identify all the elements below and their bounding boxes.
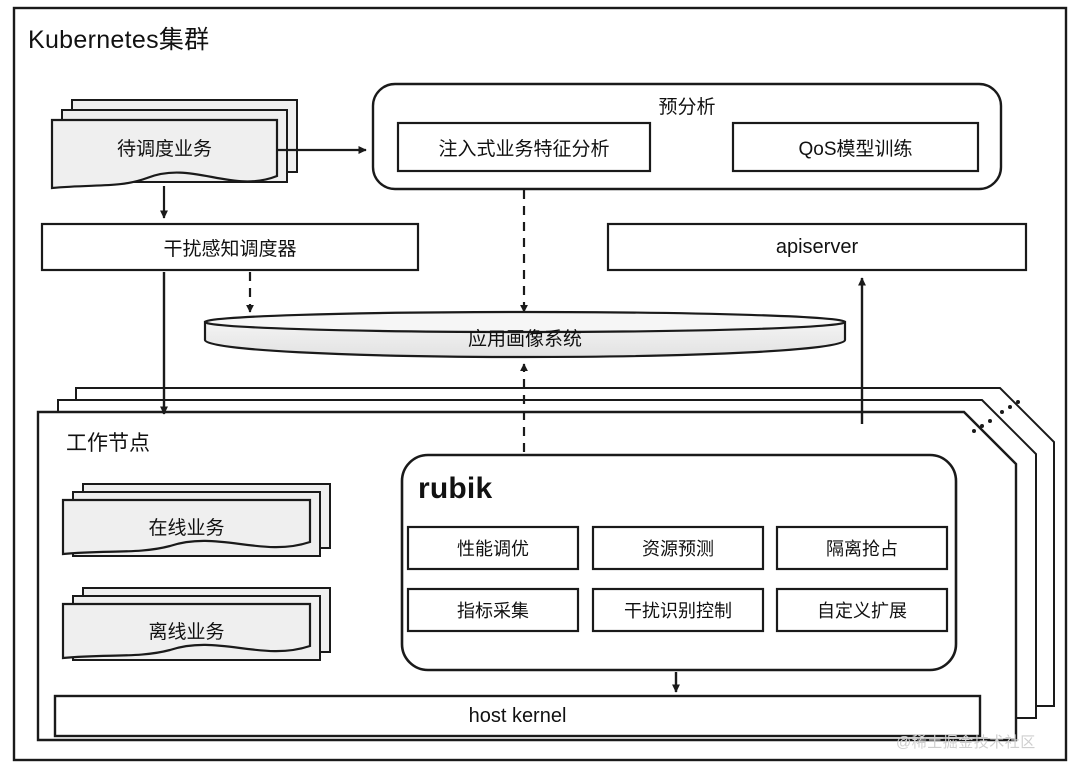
rubik-module-box-5[interactable]	[775, 587, 949, 633]
preanalysis-module-box-0[interactable]	[396, 121, 652, 173]
pending-workload-doc	[50, 118, 279, 190]
profile-store-cylinder	[203, 310, 847, 359]
node-stack-ellipsis	[972, 400, 1020, 433]
online-workload-doc	[61, 498, 312, 556]
scheduler-box[interactable]	[40, 222, 420, 272]
offline-workload-stack	[61, 587, 331, 661]
online-workload-stack	[61, 483, 331, 557]
rubik-module-box-1[interactable]	[591, 525, 765, 571]
watermark: @稀土掘金技术社区	[896, 734, 1036, 751]
apiserver-box[interactable]	[606, 222, 1028, 272]
rubik-module-box-2[interactable]	[775, 525, 949, 571]
rubik-module-box-0[interactable]	[406, 525, 580, 571]
rubik-module-box-4[interactable]	[591, 587, 765, 633]
rubik-module-box-3[interactable]	[406, 587, 580, 633]
host-kernel-box[interactable]	[53, 694, 982, 738]
pending-workload-stack	[50, 99, 298, 190]
preanalysis-module-box-1[interactable]	[731, 121, 980, 173]
offline-workload-doc	[61, 602, 312, 660]
